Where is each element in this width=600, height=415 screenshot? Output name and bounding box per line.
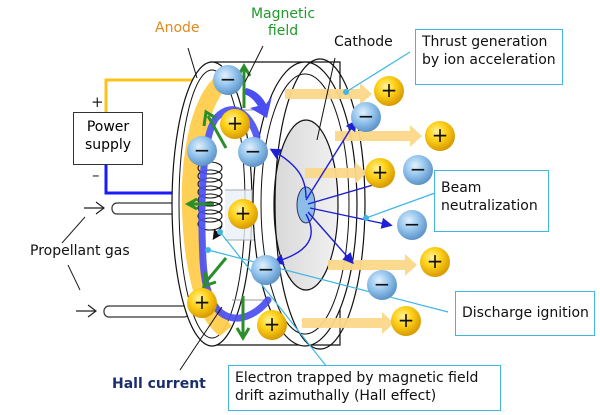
svg-text:+: + xyxy=(427,249,444,273)
svg-text:−: − xyxy=(194,138,211,162)
callout-thrust-line1: Thrust generation xyxy=(422,34,548,50)
ion: + xyxy=(391,306,421,336)
electron: − xyxy=(403,155,433,185)
electron: − xyxy=(238,137,268,167)
svg-text:+: + xyxy=(264,312,281,336)
ion: + xyxy=(420,247,450,277)
propellant-gas-label: Propellant gas xyxy=(30,243,130,259)
callout-thrust-line2: by ion acceleration xyxy=(422,52,556,68)
electron-paths xyxy=(269,119,393,266)
magnetic-field-arrows xyxy=(184,63,252,341)
ion: + xyxy=(365,158,395,188)
svg-text:+: + xyxy=(227,111,244,135)
ion: + xyxy=(220,109,250,139)
magnetic-field-label-line2: field xyxy=(267,23,299,39)
callout-beam-line1: Beam xyxy=(441,180,482,196)
svg-text:+: + xyxy=(372,160,389,184)
callout-beam-neutralization: Beam neutralization xyxy=(434,170,549,232)
callout-thrust-generation: Thrust generation by ion acceleration xyxy=(415,29,563,85)
svg-text:−: − xyxy=(358,104,375,128)
svg-text:+: + xyxy=(194,290,211,314)
callout-electron-line1: Electron trapped by magnetic field xyxy=(235,370,479,386)
electron: − xyxy=(213,65,243,95)
anode-wire xyxy=(104,78,200,118)
thrust-arrows xyxy=(285,83,422,334)
ion: + xyxy=(257,310,287,340)
ion: + xyxy=(228,199,258,229)
propellant-leader-upper xyxy=(61,216,86,244)
cathode-ring xyxy=(274,58,366,350)
hall-current-label: Hall current xyxy=(112,376,206,392)
ion: + xyxy=(187,288,217,318)
cathode-wire xyxy=(104,164,195,195)
ion: + xyxy=(425,121,455,151)
svg-text:+: + xyxy=(432,123,449,147)
electrons: − − − − − − − − xyxy=(187,65,433,300)
callout-hall-effect: Electron trapped by magnetic field drift… xyxy=(228,365,501,411)
svg-text:+: + xyxy=(235,201,252,225)
callout-leaders xyxy=(207,51,449,368)
propellant-tube-lower xyxy=(76,304,190,318)
svg-text:−: − xyxy=(410,157,427,181)
svg-text:−: − xyxy=(258,257,275,281)
svg-text:−: − xyxy=(220,67,237,91)
svg-text:−: − xyxy=(374,272,391,296)
svg-text:+: + xyxy=(398,308,415,332)
magnetic-field-label: Magnetic field xyxy=(248,6,318,40)
svg-text:+: + xyxy=(381,78,398,102)
electron: − xyxy=(351,102,381,132)
anode-label: Anode xyxy=(155,20,200,36)
power-supply-line2: supply xyxy=(84,137,132,153)
power-supply-line1: Power xyxy=(86,119,130,135)
callout-dots xyxy=(205,89,369,253)
electron: − xyxy=(187,136,217,166)
power-supply: Power supply xyxy=(73,112,143,165)
ion: + xyxy=(374,76,404,106)
ions: + + + + + + + + + xyxy=(187,76,455,340)
anode-ring xyxy=(181,72,232,336)
minus-terminal: – xyxy=(92,166,100,184)
electron: − xyxy=(367,270,397,300)
svg-text:−: − xyxy=(404,212,421,236)
electron: − xyxy=(251,255,281,285)
svg-text:−: − xyxy=(245,139,262,163)
propellant-leader-lower xyxy=(67,264,81,291)
callout-discharge-ignition: Discharge ignition xyxy=(455,291,595,336)
label-leaders xyxy=(179,45,336,371)
cathode-label: Cathode xyxy=(334,34,393,50)
electron: − xyxy=(397,210,427,240)
plus-terminal: + xyxy=(91,93,104,111)
hall-current-arrowhead xyxy=(244,88,272,118)
callout-beam-line2: neutralization xyxy=(441,198,538,214)
callout-electron-line2: drift azimuthally (Hall effect) xyxy=(235,388,437,404)
magnetic-field-label-line1: Magnetic xyxy=(250,6,316,22)
